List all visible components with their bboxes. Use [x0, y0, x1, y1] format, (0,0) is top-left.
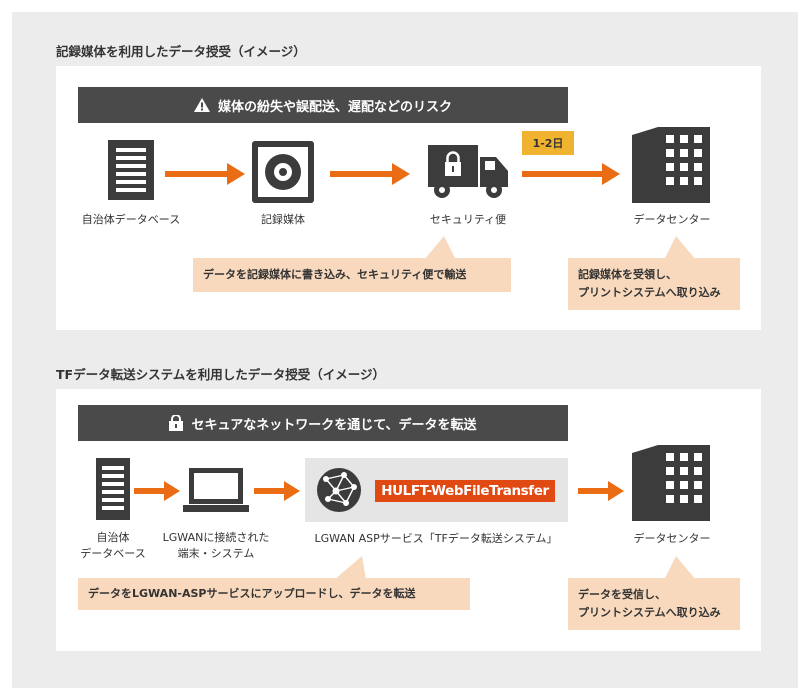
section1-banner-text: 媒体の紛失や誤配送、遅配などのリスク	[217, 99, 452, 115]
disc-media-icon	[252, 141, 314, 203]
node-database-label: 自治体 データベース	[70, 530, 156, 562]
callout-pointer	[424, 236, 456, 260]
node-media-label: 記録媒体	[261, 213, 305, 226]
section2-banner: セキュアなネットワークを通じて、データを転送	[78, 405, 568, 441]
callout-line: 記録媒体を受領し、	[578, 268, 677, 281]
callout-line: プリントシステムへ取り込み	[578, 606, 721, 619]
section1-title: 記録媒体を利用したデータ授受（イメージ）	[56, 44, 306, 59]
node-security-label: セキュリティ便	[429, 213, 507, 226]
node-service-label: LGWAN ASPサービス「TFデータ転送システム」	[314, 532, 558, 545]
label-line: LGWANに接続された	[162, 531, 270, 544]
arrow-icon	[134, 481, 180, 501]
section1-callout-right: 記録媒体を受領し、 プリントシステムへ取り込み	[568, 258, 740, 310]
arrow-icon	[254, 481, 300, 501]
section2-callout-left: データをLGWAN-ASPサービスにアップロードし、データを転送	[78, 578, 470, 610]
arrow-icon	[330, 163, 410, 185]
arrow-icon	[578, 481, 624, 501]
database-server-icon	[108, 140, 154, 200]
hulft-webfiletransfer-logo: HULFT-WebFileTransfer	[375, 480, 555, 502]
security-truck-icon	[428, 145, 508, 198]
arrow-icon	[522, 163, 620, 185]
section2-banner-text: セキュアなネットワークを通じて、データを転送	[191, 417, 477, 433]
section1-callout-left: データを記録媒体に書き込み、セキュリティ便で輸送	[193, 258, 511, 292]
warning-icon	[193, 98, 210, 112]
datacenter-building-icon	[632, 445, 710, 521]
laptop-icon	[183, 468, 249, 512]
lock-icon	[169, 415, 184, 431]
section2-title: TFデータ転送システムを利用したデータ授受（イメージ）	[56, 367, 385, 382]
node-datacenter-label: データセンター	[633, 532, 711, 545]
duration-badge: 1-2日	[522, 131, 574, 155]
label-line: 自治体	[96, 531, 130, 544]
node-database-label: 自治体データベース	[81, 213, 181, 226]
callout-line: データを受信し、	[578, 588, 666, 601]
node-datacenter-label: データセンター	[633, 213, 711, 226]
network-globe-icon	[317, 468, 361, 512]
callout-pointer	[334, 556, 366, 580]
datacenter-building-icon	[632, 127, 710, 203]
section2-callout-right: データを受信し、 プリントシステムへ取り込み	[568, 578, 740, 630]
arrow-icon	[165, 163, 245, 185]
database-server-icon	[96, 458, 130, 520]
label-line: データベース	[80, 547, 146, 560]
node-terminal-label: LGWANに接続された 端末・システム	[155, 530, 277, 562]
callout-pointer	[664, 556, 696, 580]
callout-pointer	[664, 236, 696, 260]
label-line: 端末・システム	[177, 547, 255, 560]
section1-banner: 媒体の紛失や誤配送、遅配などのリスク	[78, 87, 568, 123]
callout-line: プリントシステムへ取り込み	[578, 286, 721, 299]
